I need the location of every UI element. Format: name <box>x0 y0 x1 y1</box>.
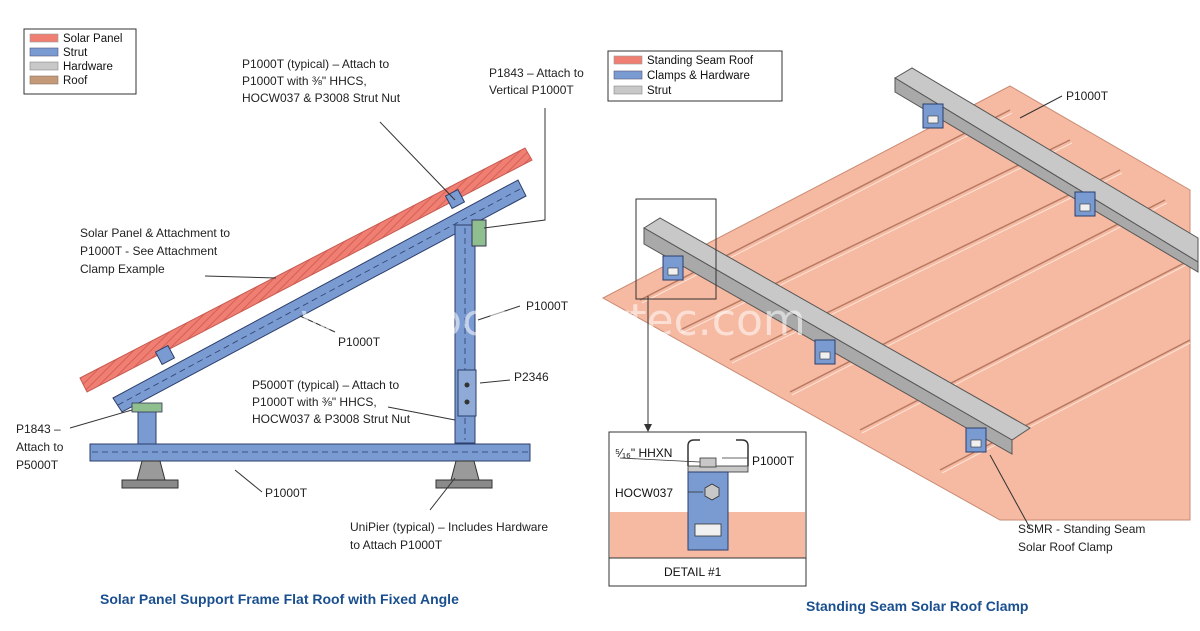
detail-1: ⁵⁄₁₆" HHXN P1000T HOCW037 DETAIL #1 <box>608 431 807 587</box>
legend-strut: Strut <box>647 85 672 97</box>
left-title: Solar Panel Support Frame Flat Roof with… <box>100 591 459 607</box>
callout-p1000t-base: P1000T <box>265 486 308 500</box>
legend-standing-seam-roof: Standing Seam Roof <box>647 55 754 67</box>
right-title: Standing Seam Solar Roof Clamp <box>806 598 1028 614</box>
watermark: www.tocenmertec.com <box>300 295 806 346</box>
legend-solar-panel: Solar Panel <box>63 33 122 45</box>
p1843-top-bracket <box>471 219 487 247</box>
legend-hardware: Hardware <box>63 61 113 73</box>
left-legend: Solar Panel Strut Hardware Roof <box>23 28 137 95</box>
callout-solar-panel-attach: Solar Panel & Attachment to P1000T - See… <box>80 226 233 276</box>
callout-p2346: P2346 <box>514 370 549 384</box>
panel-clamps <box>154 188 466 366</box>
detail-caption: DETAIL #1 <box>664 565 722 579</box>
unipier-left <box>121 460 179 489</box>
callout-p1000t-vertical: P1000T <box>526 299 569 313</box>
p1843-left-bracket <box>131 402 163 413</box>
callout-unipier: UniPier (typical) – Includes Hardware to… <box>350 520 551 552</box>
detail-hocw037: HOCW037 <box>615 486 673 500</box>
base-strut <box>89 443 531 462</box>
detail-hhxn: ⁵⁄₁₆" HHXN <box>615 446 672 460</box>
short-post <box>137 409 157 446</box>
callout-p1000t-incline: P1000T <box>338 335 381 349</box>
right-diagram: Standing Seam Roof Clamps & Hardware Str… <box>601 50 1199 614</box>
right-legend: Standing Seam Roof Clamps & Hardware Str… <box>607 50 783 102</box>
detail-p1000t: P1000T <box>752 454 795 468</box>
callout-p1000t-typical: P1000T (typical) – Attach to P1000T with… <box>242 57 401 105</box>
strut-rail-back <box>894 67 1199 273</box>
callout-p5000t-typical: P5000T (typical) – Attach to P1000T with… <box>252 378 411 426</box>
right-leader-lines <box>647 95 1063 529</box>
left-diagram: Solar Panel Strut Hardware Roof <box>16 28 587 607</box>
callout-ssmr: SSMR - Standing Seam Solar Roof Clamp <box>1018 522 1149 554</box>
callout-p1843-left: P1843 – Attach to P5000T <box>16 422 67 472</box>
legend-clamps-hardware: Clamps & Hardware <box>647 70 750 82</box>
unipier-right <box>435 460 493 489</box>
p2346-bracket <box>457 369 477 417</box>
callout-p1000t-right: P1000T <box>1066 89 1109 103</box>
left-leader-lines <box>69 108 546 511</box>
detail-highlight-box <box>635 198 717 300</box>
solar-panel <box>79 147 533 393</box>
callout-p1843-top: P1843 – Attach to Vertical P1000T <box>489 66 587 97</box>
legend-roof: Roof <box>63 75 88 87</box>
legend-strut: Strut <box>63 47 88 59</box>
inclined-strut <box>112 179 527 413</box>
